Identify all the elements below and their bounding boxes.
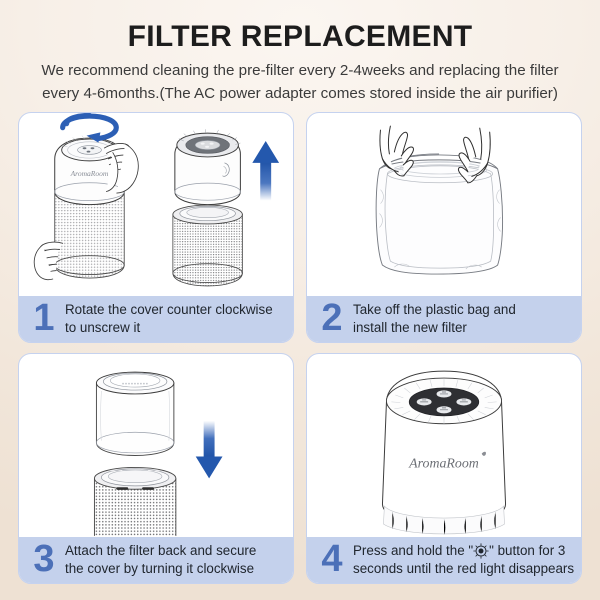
step-3-text-line-2: the cover by turning it clockwise [65,560,255,576]
subtitle-line-1: We recommend cleaning the pre-filter eve… [41,61,559,79]
step-card-4: AromaRoom 4 Press and hold the " [306,353,582,584]
step-number-2: 2 [321,297,343,340]
step-2-caption: 2 Take off the plastic bag and install t… [307,296,581,342]
filter-reset-sun-icon [473,543,489,559]
step-1-caption: 1 Rotate the cover counter clockwise to … [19,296,293,342]
hands-removing-plastic-bag-drawing [375,125,504,275]
step-4-text-line-1: Press and hold the " " button for 3 [353,542,574,559]
rotate-arrow-counter-clockwise [60,113,119,143]
step-4-text: Press and hold the " " button for 3 seco… [348,542,574,577]
step-4-caption: 4 Press and hold the " " button for 3 se… [307,537,581,583]
step-4-text-before-icon: Press and hold the " [353,543,474,559]
step-1-text: Rotate the cover counter clockwise to un… [60,301,273,336]
button-filter-reset[interactable] [456,398,472,406]
step-1-text-line-1: Rotate the cover counter clockwise [65,302,273,318]
step-3-illustration [19,354,293,537]
filter-lowering-into-base-drawing [93,371,223,536]
step-2-text-line-1: Take off the plastic bag and [353,302,516,318]
purifier-body [381,370,507,525]
header: FILTER REPLACEMENT We recommend cleaning… [0,0,600,105]
purifier-rotate-cover-drawing: AromaRoom [33,113,280,287]
step-3-text-line-1: Attach the filter back and secure [65,543,257,559]
step-card-3: 3 Attach the filter back and secure the … [18,353,294,584]
down-arrow [195,420,223,479]
steps-grid: AromaRoom [18,112,582,584]
up-arrow [252,141,280,201]
step-number-1: 1 [33,297,55,340]
control-buttons [416,390,472,414]
step-1-illustration: AromaRoom [19,113,293,296]
right-hand [457,127,491,184]
hand-on-base [33,241,64,281]
step-card-2: 2 Take off the plastic bag and install t… [306,112,582,343]
step-card-1: AromaRoom [18,112,294,343]
step-4-text-after-icon: " button for 3 [489,543,566,559]
bottom-mesh-band [383,505,505,536]
purifier-disassembled [172,129,243,287]
prefilter-base [93,466,177,536]
step-3-text: Attach the filter back and secure the co… [60,542,256,577]
hand-on-cover [103,143,139,194]
purifier-top-control-panel-drawing: AromaRoom [381,370,507,536]
brand-logo-text-1: AromaRoom [70,169,109,178]
step-3-caption: 3 Attach the filter back and secure the … [19,537,293,583]
step-2-illustration [307,113,581,296]
brand-leaf-icon [481,451,486,456]
left-hand [379,125,414,177]
page-subtitle: We recommend cleaning the pre-filter eve… [14,59,586,105]
subtitle-line-2: every 4-6months.(The AC power adapter co… [42,84,558,102]
page-title: FILTER REPLACEMENT [127,20,473,53]
step-2-text-line-2: install the new filter [353,319,467,335]
step-1-text-line-2: to unscrew it [65,319,141,335]
button-power[interactable] [436,390,452,398]
filter-cartridge [95,371,175,456]
step-number-4: 4 [321,538,343,581]
button-fan-speed[interactable] [416,398,432,406]
step-2-text: Take off the plastic bag and install the… [348,301,516,336]
step-number-3: 3 [33,538,55,581]
step-4-illustration: AromaRoom [307,354,581,537]
brand-logo-text-4: AromaRoom [408,456,479,471]
purifier-assembled: AromaRoom [54,135,125,279]
step-4-text-line-2: seconds until the red light disappears [353,560,575,576]
button-timer[interactable] [436,406,452,414]
